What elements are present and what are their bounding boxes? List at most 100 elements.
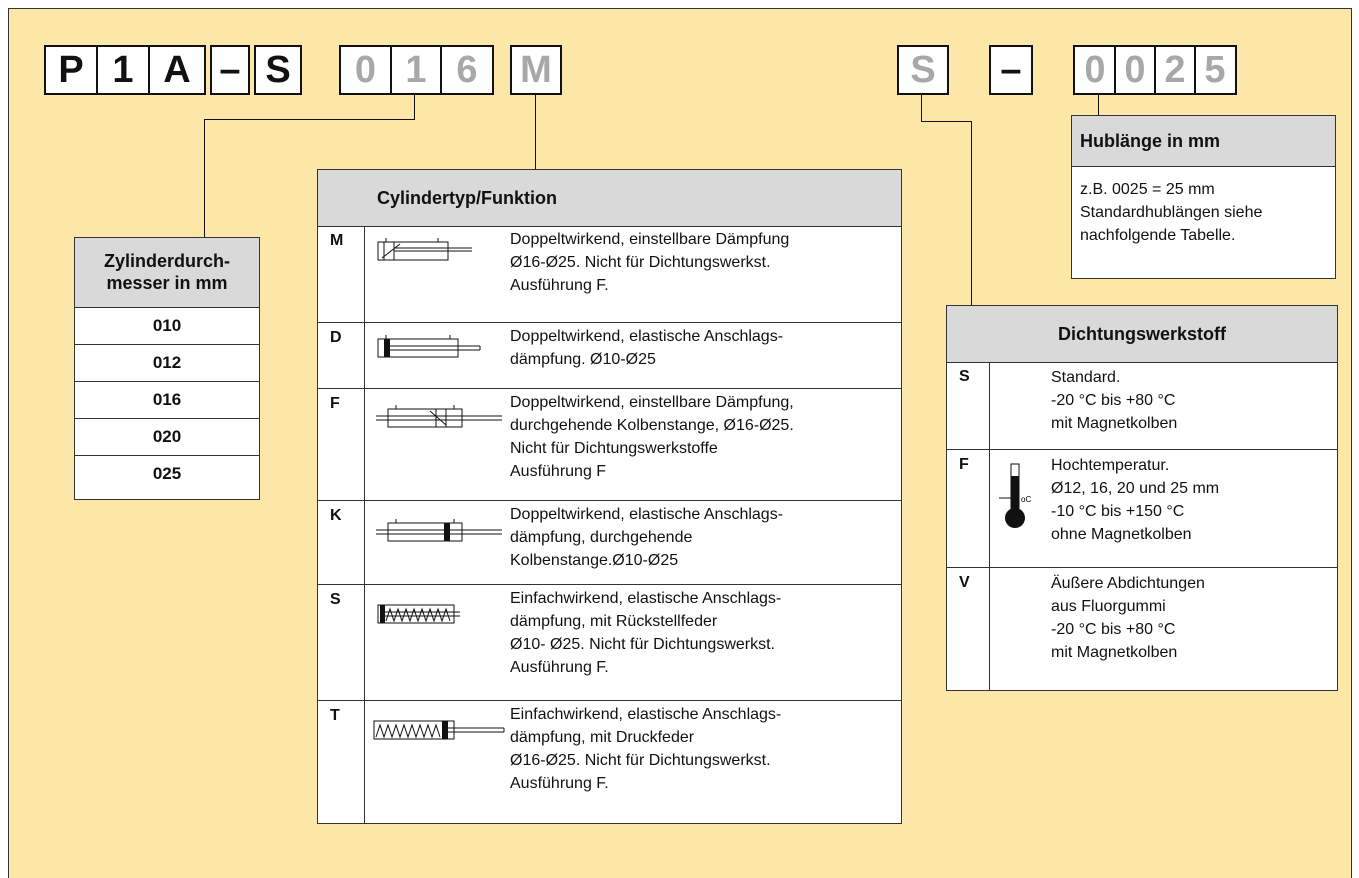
code-dash: – [219,49,241,91]
diameter-panel-header: Zylinderdurch- messer in mm [75,238,259,308]
description-line: Doppeltwirkend, einstellbare Dämpfung [510,231,790,248]
code-dash2-box: – [989,45,1033,95]
description-line: dämpfung, durchgehende [510,529,693,546]
connector-line [414,95,415,119]
row-description: Standard. -20 °C bis +80 °C mit Magnetko… [1051,366,1177,435]
table-row: F oC Hochtemperatur. Ø12, 16, 20 und 25 … [947,449,1337,567]
column-divider [989,362,990,690]
row-key: K [330,507,342,524]
row-key: F [330,395,340,412]
description-line: Ø16-Ø25. Nicht für Dichtungswerkst. [510,752,771,769]
table-row: F Doppeltwirkend, einstellbare Dämpfung,… [318,388,901,500]
stroke-length-header: Hublänge in mm [1072,116,1335,167]
table-row: S Standard. -20 °C bis +80 °C mit Magnet… [947,362,1337,449]
diameter-title-line2: messer in mm [106,273,228,293]
description-line: mit Magnetkolben [1051,644,1178,661]
code-diameter-digit: 0 [341,47,392,93]
description-line: Einfachwirkend, elastische Anschlags- [510,706,782,723]
connector-line [204,119,415,120]
double-acting-adjustable-cushion-icon [377,238,472,261]
row-description: Doppeltwirkend, einstellbare Dämpfung, d… [510,391,794,483]
code-seal: S [910,49,936,91]
description-line: Standardhublängen siehe [1080,204,1263,221]
list-item: 010 [75,308,259,345]
description-line: -20 °C bis +80 °C [1051,392,1176,409]
description-line: nachfolgende Tabelle. [1080,227,1236,244]
description-line: Ø12, 16, 20 und 25 mm [1051,480,1220,497]
code-diameter-digit: 1 [392,47,442,93]
row-key: S [330,591,341,608]
row-key: T [330,707,340,724]
single-acting-return-spring-icon [377,604,460,624]
description-line: durchgehende Kolbenstange, Ø16-Ø25. [510,417,794,434]
list-item: 016 [75,382,259,419]
list-item: 020 [75,419,259,456]
double-acting-elastic-cushion-icon [377,335,481,358]
description-line: Einfachwirkend, elastische Anschlags- [510,590,782,607]
description-line: aus Fluorgummi [1051,598,1166,615]
description-line: Doppeltwirkend, einstellbare Dämpfung, [510,394,794,411]
description-line: Ø16-Ø25. Nicht für Dichtungswerkst. [510,254,771,271]
table-row: S Einfachwirkend, elastische Anschlags- … [318,584,901,700]
description-line: dämpfung, mit Rückstellfeder [510,613,718,630]
code-diameter-digit: 6 [456,49,478,91]
code-seal-box: S [897,45,949,95]
connector-line [921,121,971,122]
diameter-title-line1: Zylinderdurch- [103,251,230,271]
row-description: Einfachwirkend, elastische Anschlags- dä… [510,703,781,795]
row-description: Doppeltwirkend, elastische Anschlags- dä… [510,325,783,371]
description-line: Ø10- Ø25. Nicht für Dichtungswerkst. [510,636,775,653]
row-description: Hochtemperatur. Ø12, 16, 20 und 25 mm -1… [1051,454,1219,546]
list-item: 012 [75,345,259,382]
description-line: Hochtemperatur. [1051,457,1170,474]
description-line: -10 °C bis +150 °C [1051,503,1185,520]
stroke-length-description: z.B. 0025 = 25 mm Standardhublängen sieh… [1080,178,1262,247]
code-stroke-digit: 0 [1116,47,1156,93]
double-acting-through-rod-elastic-icon [376,519,502,542]
svg-text:oC: oC [1021,495,1031,504]
code-type-box: M [510,45,562,95]
connector-line [1098,95,1099,115]
row-description: Doppeltwirkend, elastische Anschlags- dä… [510,503,783,572]
table-row: M Doppeltwirkend, einstellbare Dämpfung … [318,226,901,322]
description-line: -20 °C bis +80 °C [1051,621,1176,638]
description-line: Ausführung F [510,463,607,480]
connector-line [535,95,536,169]
description-line: Ausführung F. [510,277,609,294]
description-line: Doppeltwirkend, elastische Anschlags- [510,506,784,523]
code-stroke-digit: 5 [1204,49,1226,91]
connector-line [921,95,922,121]
code-s-box: S [254,45,302,95]
description-line: Ausführung F. [510,659,609,676]
code-type: M [520,49,552,91]
description-line: mit Magnetkolben [1051,415,1178,432]
cylinder-type-header: Cylindertyp/Funktion [318,170,901,227]
row-key: D [330,329,342,346]
seal-material-header: Dichtungswerkstoff [947,306,1337,363]
connector-line [204,119,205,237]
row-key: S [959,368,970,385]
code-stroke-digit: 2 [1156,47,1196,93]
code-p: P [46,47,98,93]
description-line: Doppeltwirkend, elastische Anschlags- [510,328,784,345]
description-line: dämpfung, mit Druckfeder [510,729,695,746]
description-line: Nicht für Dichtungswerkstoffe [510,440,718,457]
table-row: D Doppeltwirkend, elastische Anschlags- … [318,322,901,388]
row-description: Doppeltwirkend, einstellbare Dämpfung Ø1… [510,228,789,297]
stroke-length-panel: Hublänge in mm z.B. 0025 = 25 mm Standar… [1071,115,1336,279]
description-line: z.B. 0025 = 25 mm [1080,181,1215,198]
seal-material-panel: Dichtungswerkstoff S Standard. -20 °C bi… [946,305,1338,691]
description-line: ohne Magnetkolben [1051,526,1192,543]
connector-line [971,121,972,305]
table-row: K Doppeltwirkend, elastische Anschlags- … [318,500,901,584]
row-key: V [959,574,970,591]
code-dash2: – [1000,49,1022,91]
diameter-panel: Zylinderdurch- messer in mm 010 012 016 … [74,237,260,500]
single-acting-pressure-spring-icon [373,720,505,740]
row-description: Äußere Abdichtungen aus Fluorgummi -20 °… [1051,572,1205,664]
thermometer-icon: oC [999,463,1031,528]
row-key: M [330,232,344,249]
double-acting-through-rod-adjustable-icon [376,405,502,428]
